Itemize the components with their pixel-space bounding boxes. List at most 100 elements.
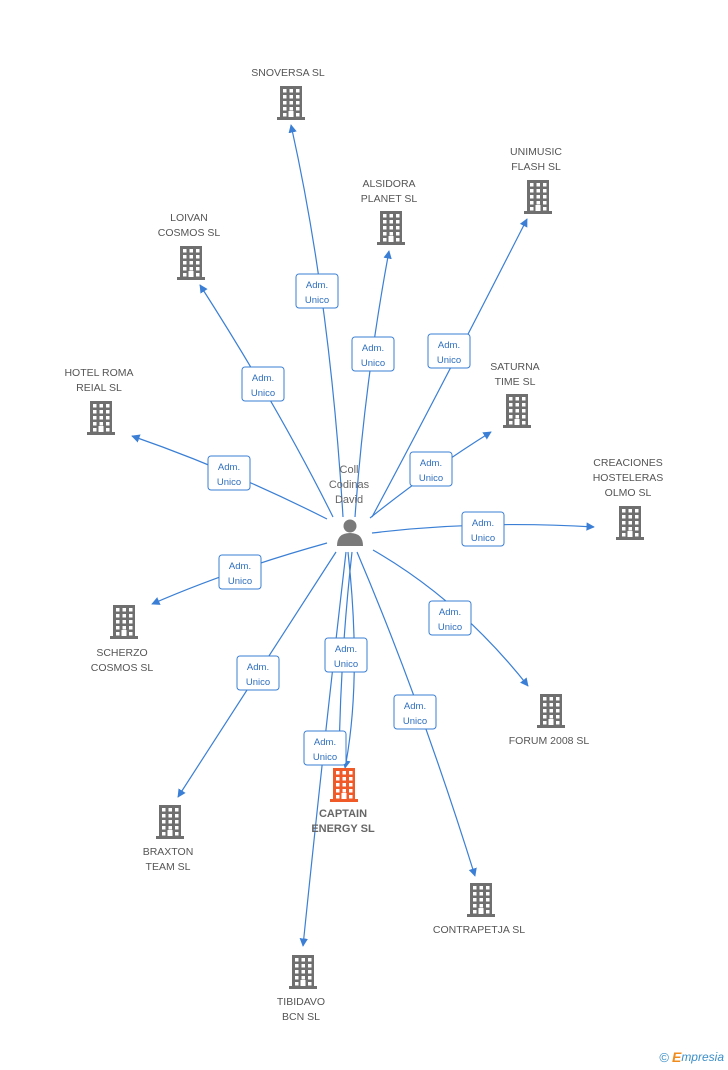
edge-role-text: Unico	[437, 355, 461, 366]
edge-role-text: Unico	[228, 576, 252, 587]
nodes-layer: SNOVERSA SL ALSIDORA PLANET SL UNIMUSICFLAS…	[64, 67, 663, 1023]
building-icon	[503, 394, 531, 428]
person-label: Codinas	[329, 479, 370, 491]
edge-label-tibidavo[interactable]: Adm.Unico	[303, 730, 347, 766]
edge-role-text: Adm.	[247, 662, 269, 673]
company-label: REIAL SL	[76, 382, 122, 394]
building-icon	[156, 805, 184, 839]
edge-role-text: Unico	[471, 533, 495, 544]
company-label: LOIVAN	[170, 212, 208, 224]
edge-alsidora	[354, 250, 392, 518]
company-label: FLASH SL	[511, 161, 561, 173]
building-icon	[177, 246, 205, 280]
company-label: FORUM 2008 SL	[509, 735, 590, 747]
copyright-icon: ©	[659, 1049, 669, 1065]
edge-role-text: Adm.	[229, 561, 251, 572]
edge-role-text: Adm.	[306, 280, 328, 291]
company-label: TIBIDAVO	[277, 996, 325, 1008]
edge-label-saturna[interactable]: Adm.Unico	[409, 451, 453, 487]
edge-label-snoversa[interactable]: Adm. Unico	[295, 273, 339, 309]
building-icon	[277, 86, 305, 120]
edge-label-contrapetja[interactable]: Adm. Unico	[393, 694, 437, 730]
building-icon	[330, 768, 358, 802]
edge-role-text: Unico	[361, 358, 385, 369]
person-label: David	[335, 494, 363, 506]
empresia-logo-icon: E	[671, 1049, 682, 1065]
edge-role-text: Adm.	[252, 373, 274, 384]
edge-role-text: Adm.	[439, 607, 461, 618]
company-label: COSMOS SL	[91, 662, 154, 674]
person-label: Coll	[340, 464, 359, 476]
company-label: TEAM SL	[146, 861, 191, 873]
building-icon	[524, 180, 552, 214]
edge-role-text: Unico	[246, 677, 270, 688]
edge-label-box	[241, 366, 285, 402]
edge-label-braxton[interactable]: Adm. Unico	[236, 655, 280, 691]
edge-label-unimusic[interactable]: Adm. Unico	[427, 333, 471, 369]
company-node-contrapetja[interactable]: CONTRAPETJA SL	[433, 883, 525, 936]
company-label: OLMO SL	[605, 487, 652, 499]
edge-label-forum[interactable]: Adm. Unico	[428, 600, 472, 636]
building-icon	[289, 955, 317, 989]
edge-label-box	[207, 455, 251, 491]
edge-role-text: Adm.	[218, 462, 240, 473]
edge-role-text: Unico	[438, 622, 462, 633]
company-label: HOTEL ROMA	[64, 367, 133, 379]
brand-name: mpresia	[681, 1050, 724, 1064]
company-label: COSMOS SL	[158, 227, 221, 239]
edge-label-box	[303, 730, 347, 766]
edge-role-text: Unico	[403, 716, 427, 727]
edge-role-text: Adm.	[472, 518, 494, 529]
edge-role-text: Unico	[251, 388, 275, 399]
edge-role-text: Adm.	[314, 737, 336, 748]
edge-label-box	[409, 451, 453, 487]
company-label: TIME SL	[495, 376, 536, 388]
edge-loivan	[199, 284, 334, 518]
edge-role-text: Adm.	[438, 340, 460, 351]
building-icon	[537, 694, 565, 728]
company-label: HOSTELERAS	[593, 472, 664, 484]
edge-label-box	[218, 554, 262, 590]
edge-role-text: Unico	[305, 295, 329, 306]
edge-role-text: Adm.	[362, 343, 384, 354]
company-label: ALSIDORA	[362, 178, 415, 190]
edge-role-text: Unico	[334, 659, 358, 670]
company-node-loivan[interactable]: LOIVAN COSMOS SL	[158, 212, 221, 280]
company-label: CAPTAIN	[319, 808, 367, 820]
company-node-alsidora[interactable]: ALSIDORA PLANET SL	[361, 178, 418, 245]
edge-label-scherzo[interactable]: Adm. Unico	[218, 554, 262, 590]
company-label: PLANET SL	[361, 193, 418, 205]
edge-role-text: Adm.	[404, 701, 426, 712]
edge-label-hotel_roma[interactable]: Adm.Unico	[207, 455, 251, 491]
edge-label-box	[236, 655, 280, 691]
edge-label-box	[428, 600, 472, 636]
edge-label-captain[interactable]: Adm.Unico	[324, 637, 368, 673]
company-node-hotel_roma[interactable]: HOTEL ROMA REIAL SL	[64, 367, 134, 435]
edge-label-loivan[interactable]: Adm. Unico	[241, 366, 285, 402]
edge-label-box	[461, 511, 505, 547]
company-node-braxton[interactable]: BRAXTON TEAM SL	[143, 805, 194, 873]
person-icon	[337, 519, 363, 546]
company-node-snoversa[interactable]: SNOVERSA SL	[251, 67, 325, 120]
edge-label-box	[351, 336, 395, 372]
edge-label-box	[427, 333, 471, 369]
edge-role-text: Unico	[419, 473, 443, 484]
company-label: ENERGY SL	[311, 823, 375, 835]
edge-label-box	[324, 637, 368, 673]
edge-label-creaciones[interactable]: Adm. Unico	[461, 511, 505, 547]
building-icon	[467, 883, 495, 917]
edge-label-alsidora[interactable]: Adm. Unico	[351, 336, 395, 372]
company-label: BRAXTON	[143, 846, 194, 858]
edge-unimusic	[371, 218, 528, 518]
company-node-forum[interactable]: FORUM 2008 SL	[509, 694, 590, 747]
company-node-captain[interactable]: CAPTAIN ENERGY SL	[311, 768, 375, 835]
company-label: SNOVERSA SL	[251, 67, 325, 79]
